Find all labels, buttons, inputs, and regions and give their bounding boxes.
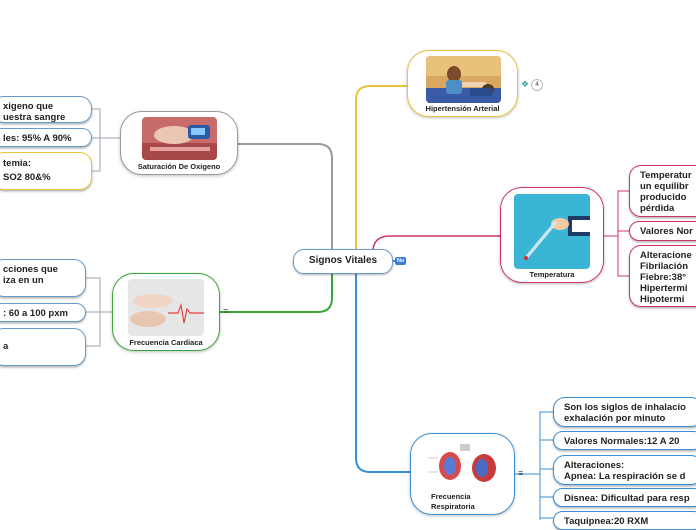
pulse-check-image: [128, 279, 204, 336]
pulse-oximeter-image: [142, 117, 217, 160]
cardiaca-alteraciones[interactable]: a: [0, 328, 86, 366]
branch-menu-icon[interactable]: ≡: [223, 306, 229, 316]
temperatura-alteraciones[interactable]: Alteracione Fibrilación Fiebre:38° Hiper…: [629, 245, 696, 307]
respiratoria-alteraciones[interactable]: Alteraciones: Apnea: La respiración se d: [553, 455, 696, 485]
respiratoria-taquipnea[interactable]: Taquipnea:20 RXM: [553, 511, 696, 530]
respiratoria-disnea[interactable]: Disnea: Dificultad para resp: [553, 488, 696, 507]
central-topic-title: Signos Vitales: [308, 255, 378, 266]
topic-temperatura-label: Temperatura: [529, 270, 575, 279]
collapsed-count-badge[interactable]: 4: [531, 79, 543, 91]
topic-hipertension-arterial[interactable]: Hipertensión Arterial: [407, 50, 518, 117]
topic-saturacion-oxigeno[interactable]: Saturación De Oxigeno: [120, 111, 238, 175]
topic-frecuencia-respiratoria[interactable]: Frecuencia Respiratoria: [410, 433, 515, 515]
temperatura-definicion[interactable]: Temperatur un equilibr producido pérdida: [629, 165, 696, 217]
blood-pressure-image: [426, 56, 501, 103]
cardiaca-definicion[interactable]: cciones que iza en un: [0, 259, 86, 297]
topic-respiratoria-label: Frecuencia Respiratoria: [431, 492, 475, 511]
branch-menu-icon[interactable]: ≡: [518, 468, 524, 478]
topic-frecuencia-cardiaca[interactable]: Frecuencia Cardiaca: [112, 273, 220, 351]
cardiaca-valores-normales[interactable]: : 60 a 100 pxm: [0, 303, 86, 322]
topic-cardiaca-label: Frecuencia Cardiaca: [129, 338, 203, 347]
topic-saturacion-label: Saturación De Oxigeno: [137, 162, 221, 171]
saturacion-hipoxemia[interactable]: temia: SO2 80&%: [0, 152, 92, 190]
notes-badge[interactable]: No: [395, 257, 407, 265]
saturacion-definicion[interactable]: xigeno que uestra sangre: [0, 96, 92, 123]
respiratoria-definicion[interactable]: Son los siglos de inhalacio exhalación p…: [553, 397, 696, 427]
saturacion-valores-normales[interactable]: les: 95% A 90%: [0, 128, 92, 147]
temperatura-valores-normales[interactable]: Valores Nor: [629, 221, 696, 241]
central-topic[interactable]: Signos Vitales: [293, 249, 393, 274]
topic-hipertension-label: Hipertensión Arterial: [425, 104, 500, 113]
thermometer-image: [514, 194, 590, 269]
collapse-branch-icon[interactable]: ❖: [521, 79, 530, 89]
respiratoria-valores-normales[interactable]: Valores Normales:12 A 20: [553, 431, 696, 450]
heart-lungs-image: [426, 438, 502, 490]
topic-temperatura[interactable]: Temperatura: [500, 187, 604, 283]
